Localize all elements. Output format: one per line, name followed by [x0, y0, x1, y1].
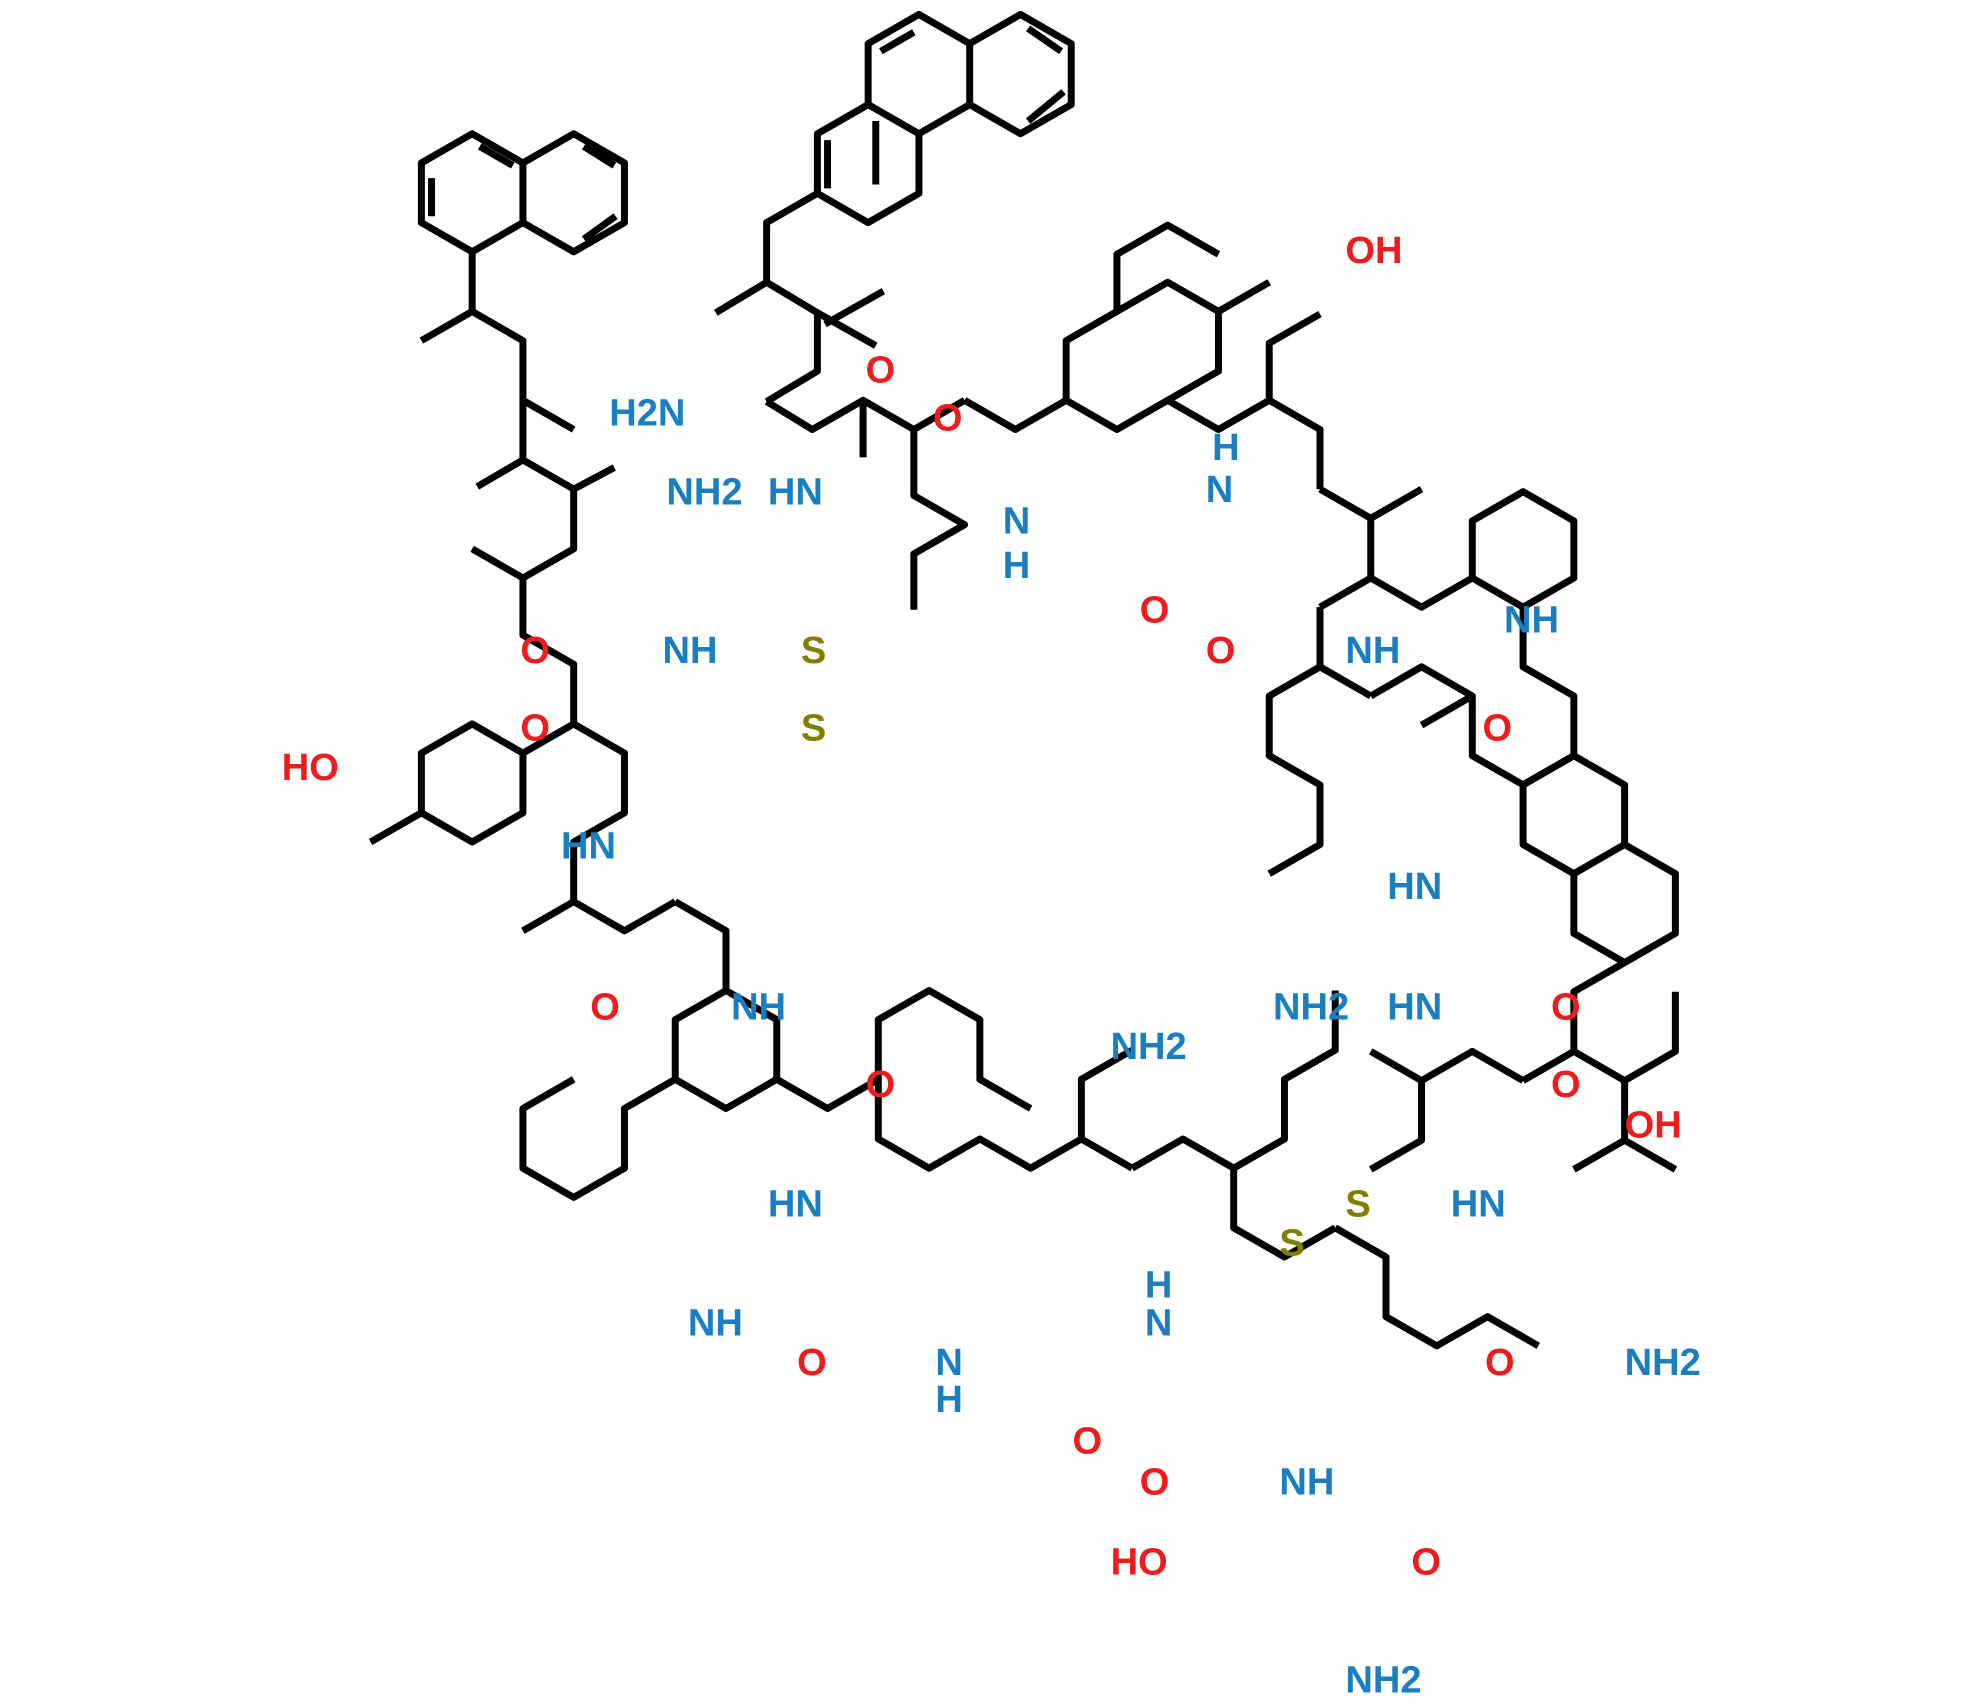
atom-o-lys-top: O — [1482, 707, 1512, 749]
atom-o-val-right: O — [1551, 987, 1581, 1029]
atom-o-trp-left: O — [866, 1064, 896, 1106]
atom-oh-tyr-top: OH — [1345, 230, 1402, 272]
atom-nh2-left: NH2 — [666, 471, 742, 513]
atom-o-top2: O — [933, 398, 963, 440]
atom-o-thr-right: O — [1485, 1342, 1515, 1384]
atom-h-val: H — [935, 1379, 963, 1421]
atom-s3: S — [1345, 1183, 1370, 1225]
atom-hn-top: HN — [768, 471, 823, 513]
atom-o-tyr-left: O — [590, 987, 620, 1029]
atom-o-cys-right: O — [1551, 1064, 1581, 1106]
atom-o-tyr-top: O — [1140, 589, 1170, 631]
atom-ho-tyr-left: HO — [282, 747, 339, 789]
atom-n-val-bottom: N — [1145, 1303, 1173, 1345]
atom-o-cys-left: O — [520, 707, 550, 749]
atom-o-trp-top: O — [1206, 630, 1236, 672]
atom-nh-thr-bottom: NH — [1279, 1461, 1334, 1503]
atom-hn-thr-right: HN — [1451, 1183, 1506, 1225]
atom-nh-indole-top: NH — [1504, 600, 1559, 642]
atom-hn-tyr-left: HN — [561, 825, 616, 867]
atom-nh2-thr-bottom: NH2 — [1345, 1659, 1421, 1701]
atom-n-top: N — [1003, 501, 1031, 543]
atom-n-trp-top: N — [1206, 469, 1234, 511]
atom-nh-cys-left: NH — [663, 630, 718, 672]
atom-o-val-bottom: O — [1073, 1421, 1103, 1463]
atom-o-nal-left: O — [520, 630, 550, 672]
bonds — [368, 10, 1679, 1350]
atom-labels: H2N NH2 O HN O N H OH H N O NH O NH O HN… — [282, 230, 1701, 1701]
atom-h2n-top: H2N — [609, 393, 685, 435]
atom-o-top1: O — [866, 350, 896, 392]
atom-nh-indole-left: NH — [688, 1303, 743, 1345]
atom-s2: S — [801, 707, 826, 749]
atom-ho-thr-bottom: HO — [1111, 1541, 1168, 1583]
atom-s4: S — [1279, 1223, 1304, 1265]
atom-o-thr-bottom: O — [1411, 1541, 1441, 1583]
atom-hn-lys-bottom: HN — [768, 1183, 823, 1225]
atom-hn-val-right: HN — [1387, 866, 1442, 908]
atom-o-lys-bottom: O — [797, 1342, 827, 1384]
atom-nh2-lys-bottom: NH2 — [1111, 1026, 1187, 1068]
atom-nh-trp-left: NH — [731, 987, 786, 1029]
atom-nh-lys-top: NH — [1345, 630, 1400, 672]
atom-s1: S — [801, 630, 826, 672]
atom-h-top: H — [1003, 545, 1031, 587]
atom-o-cys-bottom: O — [1140, 1461, 1170, 1503]
atom-nh2-thr-right: NH2 — [1625, 1342, 1701, 1384]
atom-hn-val-right2: HN — [1387, 987, 1442, 1029]
atom-h-trp-top: H — [1212, 427, 1240, 469]
atom-h-val-bottom: H — [1145, 1265, 1173, 1307]
atom-n-val: N — [935, 1342, 963, 1384]
atom-oh-thr-right: OH — [1625, 1105, 1682, 1147]
atom-nh2-lys-top: NH2 — [1273, 987, 1349, 1029]
